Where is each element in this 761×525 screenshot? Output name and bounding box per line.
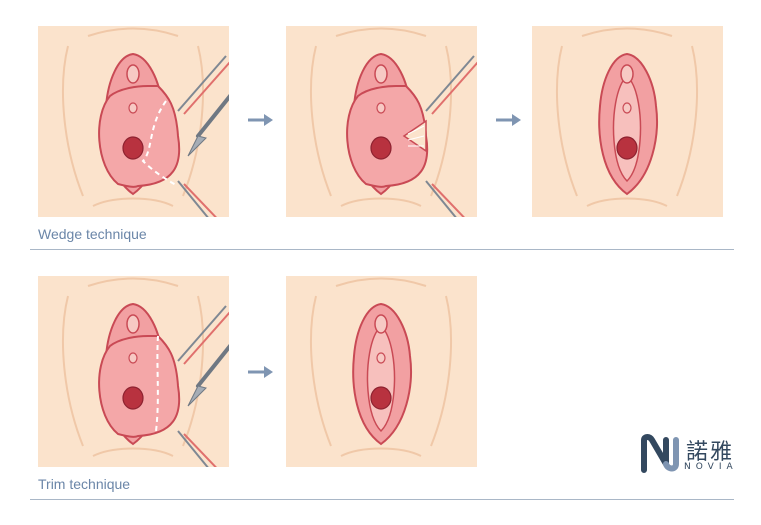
trim-technique-label: Trim technique [38, 476, 131, 492]
right-arrow-icon [246, 112, 274, 128]
trim-step-1-illustration [62, 277, 229, 467]
novia-logo: 諾雅 NOVIA [640, 434, 740, 474]
trim-step-2-panel [286, 276, 477, 467]
logo-latin-text: NOVIA [684, 462, 738, 472]
trim-step-1-panel [38, 276, 229, 467]
wedge-step-2-illustration [310, 27, 477, 217]
trim-divider [30, 499, 734, 500]
wedge-step-3-illustration [556, 27, 698, 207]
wedge-divider [30, 249, 734, 250]
logo-chinese-text: 諾雅 [686, 440, 735, 465]
wedge-technique-label: Wedge technique [38, 226, 147, 242]
wedge-step-1-illustration [62, 27, 229, 217]
right-arrow-icon [246, 364, 274, 380]
trim-step-2-illustration [310, 277, 452, 457]
wedge-step-1-panel [38, 26, 229, 217]
wedge-step-3-panel [532, 26, 723, 217]
wedge-step-2-panel [286, 26, 477, 217]
right-arrow-icon [494, 112, 522, 128]
n-logo-icon [641, 434, 679, 473]
